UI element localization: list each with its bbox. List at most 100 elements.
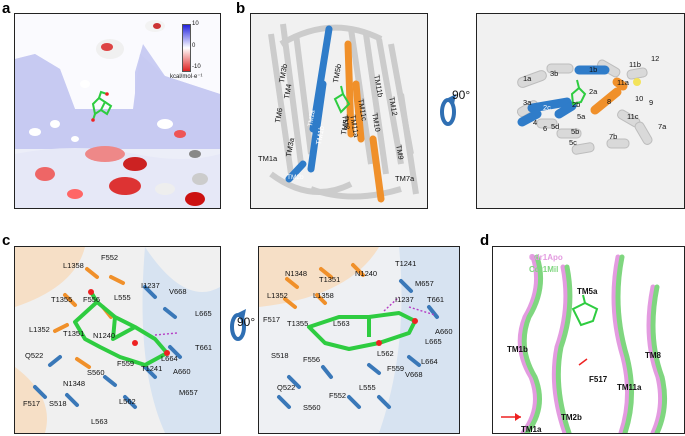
res-c-N1240: N1240 <box>93 331 116 340</box>
top-label-3a: 3a <box>523 98 532 107</box>
colorbar-max: 10 <box>192 21 199 27</box>
res-cr-N1240: N1240 <box>355 269 378 278</box>
colorbar-min: -10 <box>192 64 201 70</box>
top-label-5a: 5a <box>577 112 586 121</box>
panel-b-side-view: TM6 TM4 TM3b TM3a TM1a TM1b TM2b TM2a TM… <box>250 13 428 209</box>
ligand-sticks <box>91 90 113 121</box>
res-c-S560: S560 <box>87 368 105 377</box>
res-cr-S518: S518 <box>271 351 289 360</box>
res-c-V668: V668 <box>169 287 187 296</box>
legend-apo: Cdr1Apo <box>529 253 563 262</box>
res-cr-F556: F556 <box>303 355 321 364</box>
panel-b-rotation-label: 90° <box>452 88 471 102</box>
panel-b-label: b <box>236 0 246 17</box>
res-c-L562: L562 <box>119 397 136 406</box>
res-cr-T1351: T1351 <box>319 275 341 284</box>
top-label-11c: 11c <box>627 112 639 121</box>
panel-b-top-view: 1a 3b 1b 12 11b 11a 3a 2c 2a 2b 8 10 9 4… <box>476 13 685 209</box>
res-c-S518: S518 <box>49 399 67 408</box>
colorbar-unit: kcal/mol·e⁻¹ <box>170 74 203 80</box>
res-c-L555: L555 <box>114 293 131 302</box>
panel-a-image: 10 0 -10 kcal/mol·e⁻¹ <box>14 13 221 209</box>
panel-c-right-view: N1348 T1351 N1240 T1241 M657 L1352 L1358… <box>258 246 460 434</box>
res-c-T1355: T1355 <box>51 295 73 304</box>
res-c-L1352: L1352 <box>29 325 50 334</box>
res-c-L664: L664 <box>161 354 178 363</box>
res-cr-V668: V668 <box>405 370 423 379</box>
helix-TM1b: TM1b <box>507 345 528 354</box>
legend-mil: Cdr1Mil <box>529 265 559 274</box>
helix-TM1a: TM1a <box>521 425 542 434</box>
top-label-3b: 3b <box>550 69 559 78</box>
top-label-10: 10 <box>635 94 644 103</box>
res-cr-L555: L555 <box>359 383 376 392</box>
res-cr-T1241: T1241 <box>395 259 417 268</box>
res-cr-F559: F559 <box>387 364 405 373</box>
tm-label-1a: TM1a <box>258 154 278 163</box>
res-cr-T661: T661 <box>427 295 445 304</box>
helix-TM5a: TM5a <box>577 287 598 296</box>
res-cr-T1355: T1355 <box>287 319 309 328</box>
top-label-6: 6 <box>543 124 548 133</box>
res-c-F556: F556 <box>83 295 101 304</box>
res-cr-M657: M657 <box>415 279 434 288</box>
res-c-F517: F517 <box>23 399 41 408</box>
top-label-2b: 2b <box>572 100 581 109</box>
res-cr-L1358: L1358 <box>313 291 334 300</box>
helix-TM8: TM8 <box>645 351 661 360</box>
res-c-M657: M657 <box>179 388 198 397</box>
top-label-9: 9 <box>649 98 654 107</box>
res-cr-S560: S560 <box>303 403 321 412</box>
tm-label-2b: TM2b <box>287 174 304 181</box>
res-c-L665: L665 <box>195 309 212 318</box>
top-label-2c: 2c <box>543 103 551 112</box>
res-cr-F517: F517 <box>263 315 281 324</box>
helix-TM11a: TM11a <box>617 383 642 392</box>
top-label-5b: 5b <box>571 127 580 136</box>
top-label-8: 8 <box>607 97 612 106</box>
res-c-T1241: T1241 <box>141 364 163 373</box>
panel-d-overlay: Cdr1Apo Cdr1Mil TM5a TM1b TM8 F517 TM11a… <box>492 246 685 434</box>
res-c-A660: A660 <box>173 367 191 376</box>
panel-c-rotation-label: 90° <box>237 315 256 329</box>
top-label-1a: 1a <box>523 74 532 83</box>
top-label-5d: 5d <box>551 122 560 131</box>
res-cr-L562: L562 <box>377 349 394 358</box>
res-cr-L664: L664 <box>421 357 438 366</box>
colorbar <box>182 24 191 72</box>
rotate-90-icon-c <box>230 309 246 341</box>
rotate-90-icon <box>440 94 456 126</box>
top-label-12: 12 <box>651 54 660 63</box>
top-label-5c: 5c <box>569 138 577 147</box>
res-c-I1237: I1237 <box>141 281 160 290</box>
top-label-4: 4 <box>533 118 538 127</box>
top-label-7b: 7b <box>609 132 618 141</box>
helix-TM2b: TM2b <box>561 413 582 422</box>
res-cr-I1237: I1237 <box>395 295 414 304</box>
panel-c-label: c <box>2 232 11 249</box>
top-label-2a: 2a <box>589 87 598 96</box>
res-c-F552: F552 <box>101 253 119 262</box>
top-label-1b: 1b <box>589 65 598 74</box>
res-c-L1358: L1358 <box>63 261 84 270</box>
res-cr-A660: A660 <box>435 327 453 336</box>
helix-F517: F517 <box>589 375 608 384</box>
res-c-T661: T661 <box>195 343 213 352</box>
res-cr-Q522: Q522 <box>277 383 296 392</box>
tm-label-7a: TM7a <box>395 174 415 183</box>
panel-a-label: a <box>2 0 11 17</box>
top-label-11b: 11b <box>629 60 641 69</box>
top-label-11a: 11a <box>617 78 629 87</box>
res-c-T1351: T1351 <box>63 329 85 338</box>
res-cr-L563: L563 <box>333 319 350 328</box>
res-c-F559: F559 <box>117 359 135 368</box>
res-cr-L1352: L1352 <box>267 291 288 300</box>
colorbar-mid: 0 <box>192 43 196 49</box>
top-label-7a: 7a <box>658 122 667 131</box>
panel-d-label: d <box>480 232 490 249</box>
res-c-N1348: N1348 <box>63 379 86 388</box>
res-cr-L665: L665 <box>425 337 442 346</box>
res-cr-F552: F552 <box>329 391 347 400</box>
res-cr-N1348: N1348 <box>285 269 308 278</box>
res-c-L563: L563 <box>91 417 108 426</box>
